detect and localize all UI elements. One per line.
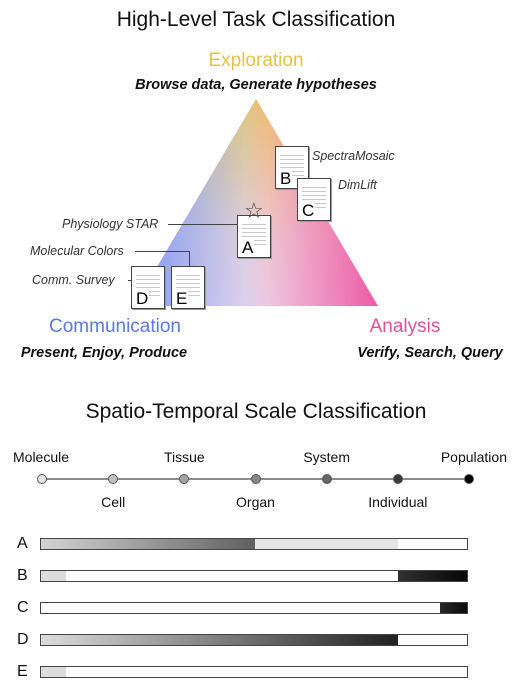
paper-c-icon: C [297, 178, 331, 221]
paper-a-icon: A [237, 215, 271, 258]
exploration-title: Exploration [208, 50, 304, 71]
scale-label-population: Population [440, 449, 507, 465]
scale-dot-organ [250, 474, 261, 484]
scale-bar-a-segment-0 [41, 539, 255, 549]
scale-row-label-c: C [17, 599, 29, 616]
scale-bar-b [40, 570, 468, 582]
scale-bar-a [40, 538, 468, 550]
communication-subtitle: Present, Enjoy, Produce [20, 345, 188, 361]
star-icon: ☆ [244, 198, 264, 223]
scale-bar-e [40, 666, 468, 678]
task-classification-title: High-Level Task Classification [116, 8, 396, 31]
scale-dot-molecule [37, 474, 47, 484]
paper-e-letter: E [175, 289, 189, 308]
scale-classification-title: Spatio-Temporal Scale Classification [85, 400, 427, 423]
paper-e-icon: E [171, 266, 205, 309]
paper-d-letter: D [135, 289, 150, 308]
scale-bar-b-segment-1 [397, 571, 467, 581]
scale-dot-system [321, 474, 332, 484]
scale-bar-e-segment-0 [41, 667, 66, 677]
paper-a-letter: A [241, 238, 255, 257]
molecular-colors-leader-h [135, 251, 190, 252]
scale-label-organ: Organ [236, 494, 275, 510]
scale-row-label-b: B [17, 567, 28, 584]
scale-bar-a-segment-1 [255, 539, 398, 549]
communication-title: Communication [49, 316, 181, 337]
scale-dot-population [464, 474, 474, 484]
physiology-star-label: Physiology STAR [62, 217, 159, 231]
scale-bar-d-segment-0 [41, 635, 398, 645]
scale-row-label-d: D [17, 631, 29, 648]
scale-dot-individual [392, 474, 403, 484]
comm-survey-label: Comm. Survey [32, 273, 115, 287]
scale-bar-d [40, 634, 468, 646]
analysis-subtitle: Verify, Search, Query [357, 345, 503, 361]
paper-d-icon: D [131, 266, 165, 309]
molecular-colors-leader-v [189, 251, 190, 267]
scale-dot-tissue [179, 474, 190, 484]
scale-label-individual: Individual [368, 494, 428, 510]
scale-label-tissue: Tissue [163, 449, 205, 465]
exploration-subtitle: Browse data, Generate hypotheses [135, 77, 377, 93]
triangle-analysis-shade [134, 99, 378, 306]
molecular-colors-label: Molecular Colors [30, 244, 124, 258]
scale-bar-c-segment-0 [440, 603, 467, 613]
analysis-title: Analysis [369, 316, 441, 337]
scale-bar-b-segment-0 [41, 571, 66, 581]
scale-row-label-e: E [17, 663, 28, 680]
spectra-mosaic-label: SpectraMosaic [312, 149, 395, 163]
scale-label-molecule: Molecule [13, 449, 70, 465]
physiology-star-leader [168, 224, 256, 225]
scale-label-cell: Cell [101, 494, 126, 510]
paper-c-letter: C [301, 201, 316, 220]
scale-row-label-a: A [17, 535, 28, 552]
dimlift-label: DimLift [338, 178, 377, 192]
scale-bar-c [40, 602, 468, 614]
paper-b-letter: B [279, 169, 293, 188]
scale-dot-cell [108, 474, 119, 484]
scale-label-system: System [303, 449, 350, 465]
